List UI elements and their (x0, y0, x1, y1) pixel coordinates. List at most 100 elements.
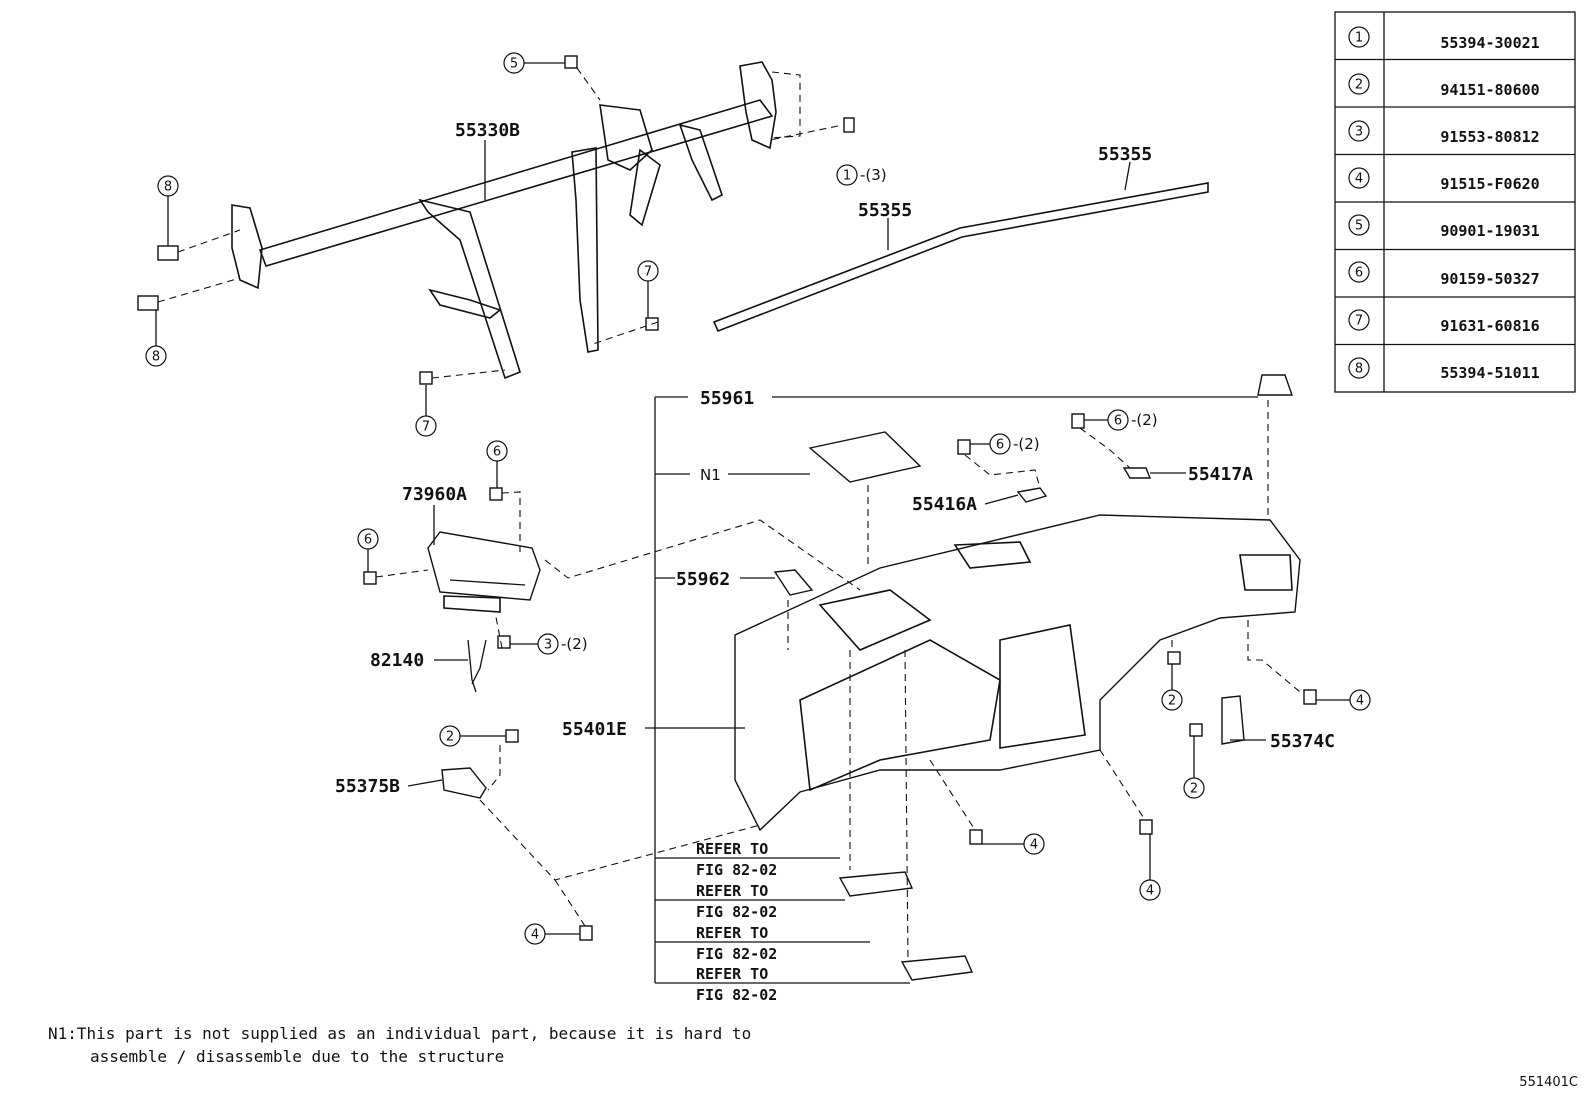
callout-4: 4 (1139, 879, 1161, 901)
svg-text:2: 2 (446, 730, 454, 745)
clip-a-shape (1016, 487, 1048, 503)
dashed-assembly-lines (157, 67, 1301, 961)
row-number: 2 (1355, 78, 1363, 93)
callout-8: 8 (157, 175, 179, 197)
callout-4: 4 (1349, 689, 1371, 711)
parts-table-row: 1 55394-30021 (1348, 26, 1540, 52)
svg-text:FIG 82-02: FIG 82-02 (696, 903, 777, 921)
svg-text:6: 6 (996, 438, 1004, 453)
label-55416a: 55416A (912, 494, 977, 515)
callout-6: 6 -(2) (1107, 409, 1158, 431)
svg-text:-(2): -(2) (561, 635, 588, 653)
svg-text:-(3): -(3) (860, 166, 887, 184)
callout-3: 3 -(2) (537, 633, 588, 655)
svg-text:REFER TO: REFER TO (696, 965, 768, 983)
svg-text:6: 6 (364, 533, 372, 548)
svg-text:-(2): -(2) (1131, 411, 1158, 429)
callout-6: 6 (357, 528, 379, 550)
row-part-number: 90159-50327 (1440, 270, 1539, 288)
svg-text:7: 7 (644, 265, 652, 280)
bracket-left-shape (441, 767, 487, 799)
callout-6: 6 (486, 440, 508, 462)
label-55401e: 55401E (562, 719, 627, 740)
label-n1: N1 (700, 466, 721, 484)
row-number: 3 (1355, 125, 1363, 140)
row-part-number: 90901-19031 (1440, 222, 1539, 240)
reinforcement-beam-drawing (231, 61, 777, 380)
lower-bracket-a-shape (838, 871, 914, 897)
corner-vent-shape (1257, 374, 1293, 396)
row-number: 5 (1355, 219, 1363, 234)
figure-code: 551401C (1519, 1075, 1578, 1090)
callout-2: 2 (1161, 689, 1183, 711)
refer-to-figure: REFER TO FIG 82-02 (696, 840, 777, 879)
row-number: 8 (1355, 362, 1363, 377)
svg-text:2: 2 (1190, 782, 1198, 797)
row-number: 6 (1355, 266, 1363, 281)
footnote-line-2: assemble / disassemble due to the struct… (90, 1047, 504, 1066)
refer-to-figure: REFER TO FIG 82-02 (696, 965, 777, 1004)
svg-text:8: 8 (164, 180, 172, 195)
label-55417a: 55417A (1188, 464, 1253, 485)
parts-table-row: 3 91553-80812 (1348, 120, 1540, 146)
svg-text:FIG 82-02: FIG 82-02 (696, 861, 777, 879)
row-part-number: 91515-F0620 (1440, 175, 1539, 193)
svg-text:6: 6 (1114, 414, 1122, 429)
label-55355-upper: 55355 (1098, 144, 1152, 165)
parts-table-row: 2 94151-80600 (1348, 73, 1540, 99)
svg-text:REFER TO: REFER TO (696, 924, 768, 942)
svg-text:-(2): -(2) (1013, 435, 1040, 453)
row-number: 1 (1355, 31, 1363, 46)
callout-1: 1 -(3) (836, 164, 887, 186)
refer-to-figure: REFER TO FIG 82-02 (696, 924, 777, 963)
defroster-nozzle-drawing (712, 182, 1209, 333)
row-part-number: 91553-80812 (1440, 128, 1539, 146)
svg-text:2: 2 (1168, 694, 1176, 709)
side-vent-shape (773, 569, 814, 596)
parts-table-row: 7 91631-60816 (1348, 309, 1540, 335)
svg-text:REFER TO: REFER TO (696, 840, 768, 858)
parts-table-row: 8 55394-51011 (1348, 357, 1540, 382)
callout-2: 2 (1183, 777, 1205, 799)
callout-7: 7 (415, 415, 437, 437)
parts-table-row: 5 90901-19031 (1348, 214, 1540, 240)
callout-5: 5 (503, 52, 525, 74)
label-82140: 82140 (370, 650, 424, 671)
lower-bracket-b-shape (900, 955, 974, 981)
parts-table-row: 6 90159-50327 (1348, 261, 1540, 288)
callout-6: 6 -(2) (989, 433, 1040, 455)
svg-text:FIG 82-02: FIG 82-02 (696, 945, 777, 963)
callout-4: 4 (1023, 833, 1045, 855)
clip-b-shape (1122, 467, 1152, 479)
parts-table: 1 55394-30021 2 94151-80600 3 91553-8081… (1334, 11, 1576, 393)
svg-text:5: 5 (510, 57, 518, 72)
refer-to-figure: REFER TO FIG 82-02 (696, 882, 777, 921)
airbag-drawing (427, 531, 541, 613)
label-73960a: 73960A (402, 484, 467, 505)
svg-text:8: 8 (152, 350, 160, 365)
instrument-panel-drawing (734, 514, 1301, 832)
svg-text:4: 4 (1356, 694, 1364, 709)
label-55355-lower: 55355 (858, 200, 912, 221)
small-parts-drawing (137, 55, 1317, 981)
svg-text:7: 7 (422, 420, 430, 435)
callout-7: 7 (637, 260, 659, 282)
callout-2: 2 (439, 725, 461, 747)
svg-text:6: 6 (493, 445, 501, 460)
row-part-number: 91631-60816 (1440, 317, 1539, 335)
label-55330b: 55330B (455, 120, 520, 141)
row-number: 7 (1355, 314, 1363, 329)
label-55375b: 55375B (335, 776, 400, 797)
label-55374c: 55374C (1270, 731, 1335, 752)
row-part-number: 55394-30021 (1440, 34, 1539, 52)
row-number: 4 (1355, 172, 1363, 187)
svg-text:3: 3 (544, 638, 552, 653)
svg-text:1: 1 (843, 169, 851, 184)
n1-pad-shape (808, 431, 922, 483)
callout-8: 8 (145, 345, 167, 367)
footnote-line-1: N1:This part is not supplied as an indiv… (48, 1024, 751, 1043)
callout-4: 4 (524, 923, 546, 945)
parts-table-row: 4 91515-F0620 (1348, 167, 1540, 193)
svg-text:FIG 82-02: FIG 82-02 (696, 986, 777, 1004)
